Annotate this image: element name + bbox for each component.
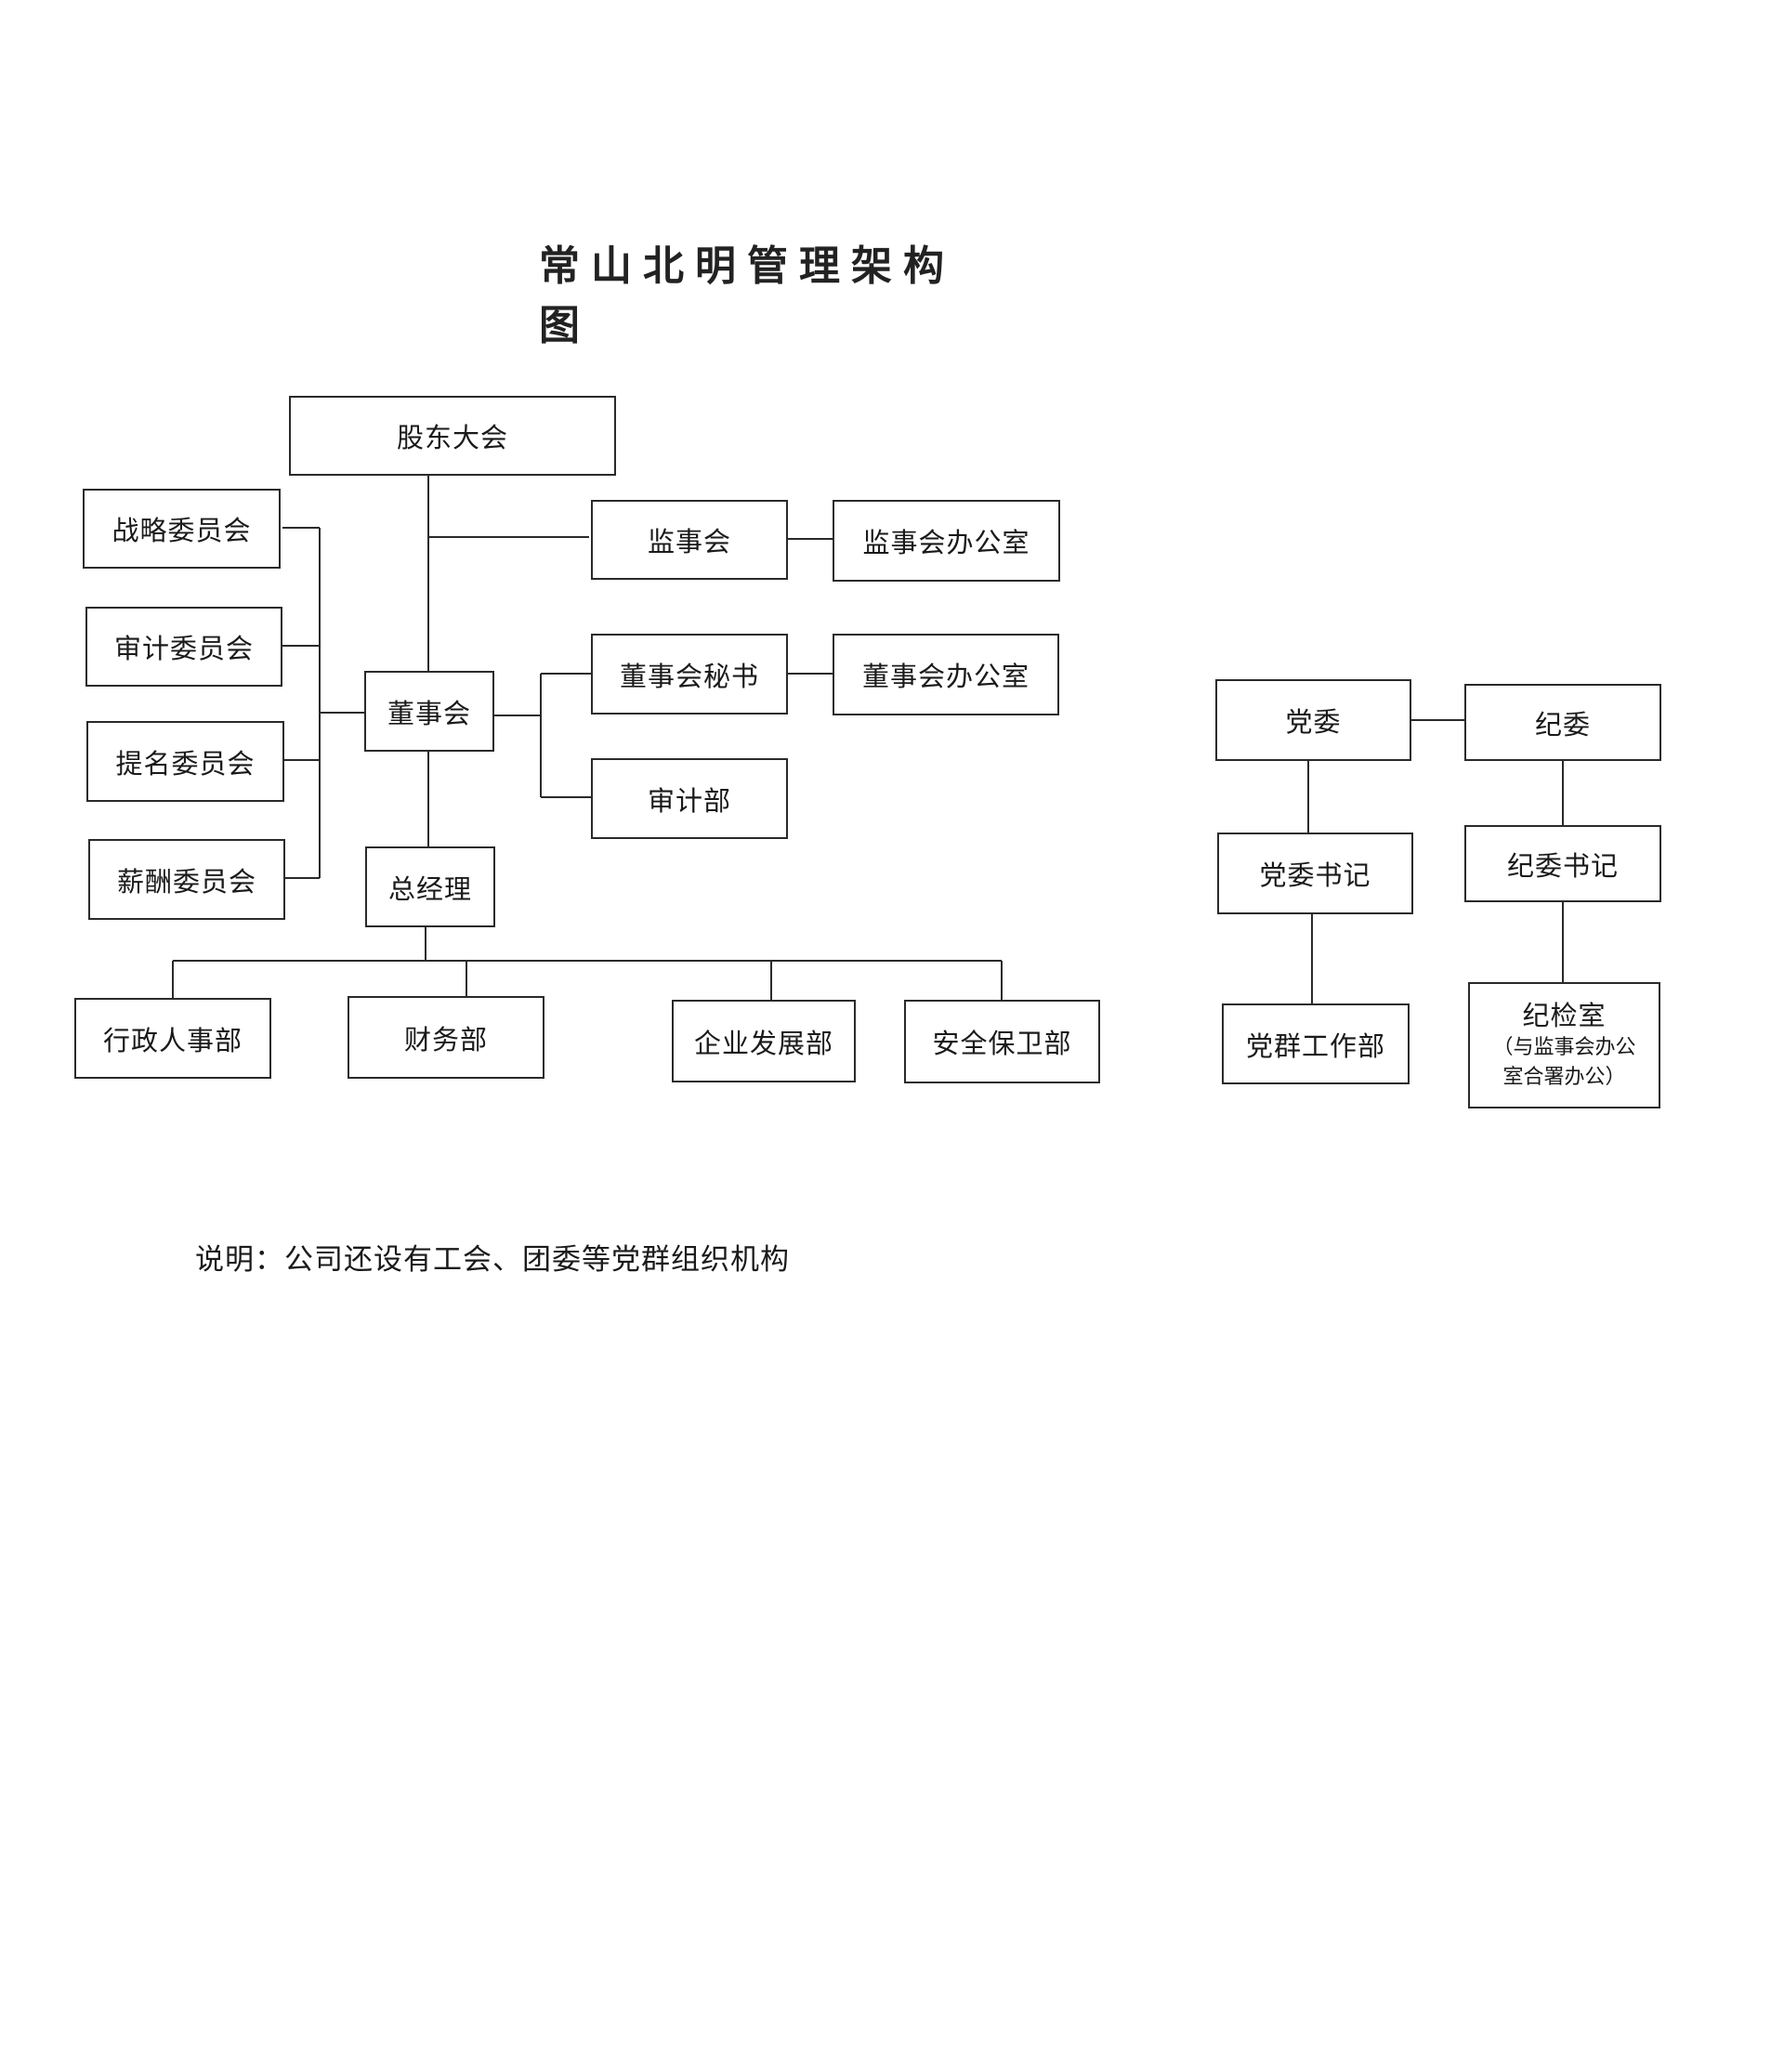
audit-committee-box: 审计委员会 — [85, 607, 282, 687]
audit-department-label: 审计部 — [647, 784, 731, 817]
compensation-committee-label: 薪酬委员会 — [116, 865, 256, 898]
enterprise-development-department-label: 企业发展部 — [693, 1027, 833, 1059]
party-secretary-label: 党委书记 — [1259, 859, 1371, 891]
party-mass-work-department-box: 党群工作部 — [1222, 1003, 1410, 1084]
nomination-committee-label: 提名委员会 — [115, 747, 256, 780]
chart-title: 常山北明管理架构图 — [539, 243, 955, 349]
strategy-committee-label: 战略委员会 — [112, 515, 252, 546]
security-department-box: 安全保卫部 — [904, 1000, 1100, 1083]
shareholders-meeting-box: 股东大会 — [289, 396, 616, 476]
finance-department-box: 财务部 — [348, 996, 544, 1079]
board-of-directors-label: 董事会 — [387, 697, 471, 729]
explanatory-note: 说明：公司还设有工会、团委等党群组织机构 — [195, 1243, 790, 1277]
security-department-label: 安全保卫部 — [932, 1028, 1072, 1059]
general-manager-box: 总经理 — [365, 846, 495, 927]
finance-department-label: 财务部 — [403, 1023, 488, 1056]
supervisory-office-label: 监事会办公室 — [862, 527, 1030, 558]
enterprise-development-department-box: 企业发展部 — [672, 1000, 856, 1082]
strategy-committee-box: 战略委员会 — [83, 489, 281, 569]
admin-hr-department-label: 行政人事部 — [102, 1024, 243, 1056]
party-secretary-box: 党委书记 — [1217, 833, 1413, 914]
discipline-committee-box: 纪委 — [1464, 684, 1661, 761]
nomination-committee-box: 提名委员会 — [86, 721, 284, 802]
discipline-inspection-office-box: 纪检室 （与监事会办公 室合署办公） — [1468, 982, 1660, 1108]
discipline-inspection-office-note-line2: 室合署办公） — [1502, 1066, 1626, 1089]
general-manager-label: 总经理 — [387, 872, 472, 905]
supervisory-board-label: 监事会 — [647, 526, 731, 557]
supervisory-board-box: 监事会 — [591, 500, 788, 580]
discipline-committee-label: 纪委 — [1534, 708, 1591, 741]
board-office-box: 董事会办公室 — [833, 634, 1059, 715]
supervisory-office-box: 监事会办公室 — [833, 500, 1060, 582]
board-secretary-label: 董事会秘书 — [619, 660, 759, 692]
board-office-label: 董事会办公室 — [861, 661, 1030, 692]
party-mass-work-department-label: 党群工作部 — [1245, 1029, 1385, 1062]
discipline-secretary-label: 纪委书记 — [1506, 849, 1619, 882]
compensation-committee-box: 薪酬委员会 — [88, 839, 285, 920]
audit-department-box: 审计部 — [591, 758, 788, 839]
board-secretary-box: 董事会秘书 — [591, 634, 788, 715]
discipline-secretary-box: 纪委书记 — [1464, 825, 1661, 902]
party-committee-label: 党委 — [1285, 706, 1342, 738]
admin-hr-department-box: 行政人事部 — [74, 998, 271, 1079]
discipline-inspection-office-label: 纪检室 — [1522, 1000, 1607, 1031]
shareholders-meeting-label: 股东大会 — [396, 422, 508, 453]
board-of-directors-box: 董事会 — [364, 671, 494, 752]
audit-committee-label: 审计委员会 — [113, 633, 254, 664]
discipline-inspection-office-note-line1: （与监事会办公 — [1492, 1036, 1636, 1059]
party-committee-box: 党委 — [1215, 679, 1411, 761]
